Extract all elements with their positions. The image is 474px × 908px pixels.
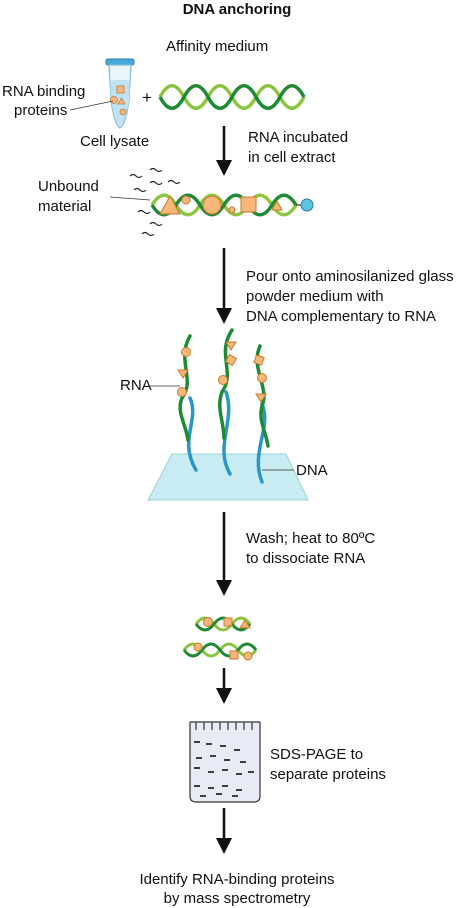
step3-text-line2: to dissociate RNA [246,550,366,567]
sds-page-gel [189,721,261,803]
step5-text-line2: by mass spectrometry [163,890,311,907]
step4-text-line2: separate proteins [270,766,386,783]
unbound-pointer [109,196,151,201]
bound-protein-triangle [159,194,181,215]
flow-arrows [216,126,232,854]
step2-text-line1: Pour onto aminosilanized glass [246,268,454,285]
unbound-label-line1: Unbound [38,178,99,195]
released-rna [182,616,258,661]
cell-lysate-label: Cell lysate [80,133,150,150]
step1-text-line2: in cell extract [248,149,336,166]
bound-complex [150,193,314,217]
plus-sign: + [142,88,152,107]
anchor-bead [300,198,314,212]
affinity-medium-helix [158,84,306,110]
step4-text-line1: SDS-PAGE to [270,746,364,763]
dna-strands [186,390,267,484]
rna-binding-proteins-label-line2: proteins [14,102,68,119]
glass-slide [147,453,309,501]
unbound-label-line2: material [38,198,92,215]
bound-protein-square [240,196,257,213]
bound-protein-small-circle [181,195,191,205]
unbound-squiggles [129,167,181,237]
step3-text-line1: Wash; heat to 80ºC [246,530,376,547]
rna-label: RNA [120,377,152,394]
step2-text-line2: powder medium with [246,288,384,305]
dna-label: DNA [296,462,328,479]
step2-text-line3: DNA complementary to RNA [246,308,437,325]
bound-protein-circle [202,195,222,215]
proteins-pointer [69,100,114,111]
affinity-medium-label: Affinity medium [166,38,269,55]
rna-strands [178,328,270,448]
diagram-title: DNA anchoring [182,1,292,18]
step1-text-line1: RNA incubated [248,129,349,146]
lysate-tube [105,58,135,129]
rna-bound-proteins [177,341,267,403]
step5-text-line1: Identify RNA-binding proteins [139,871,335,888]
rna-binding-proteins-label-line1: RNA binding [2,83,86,100]
